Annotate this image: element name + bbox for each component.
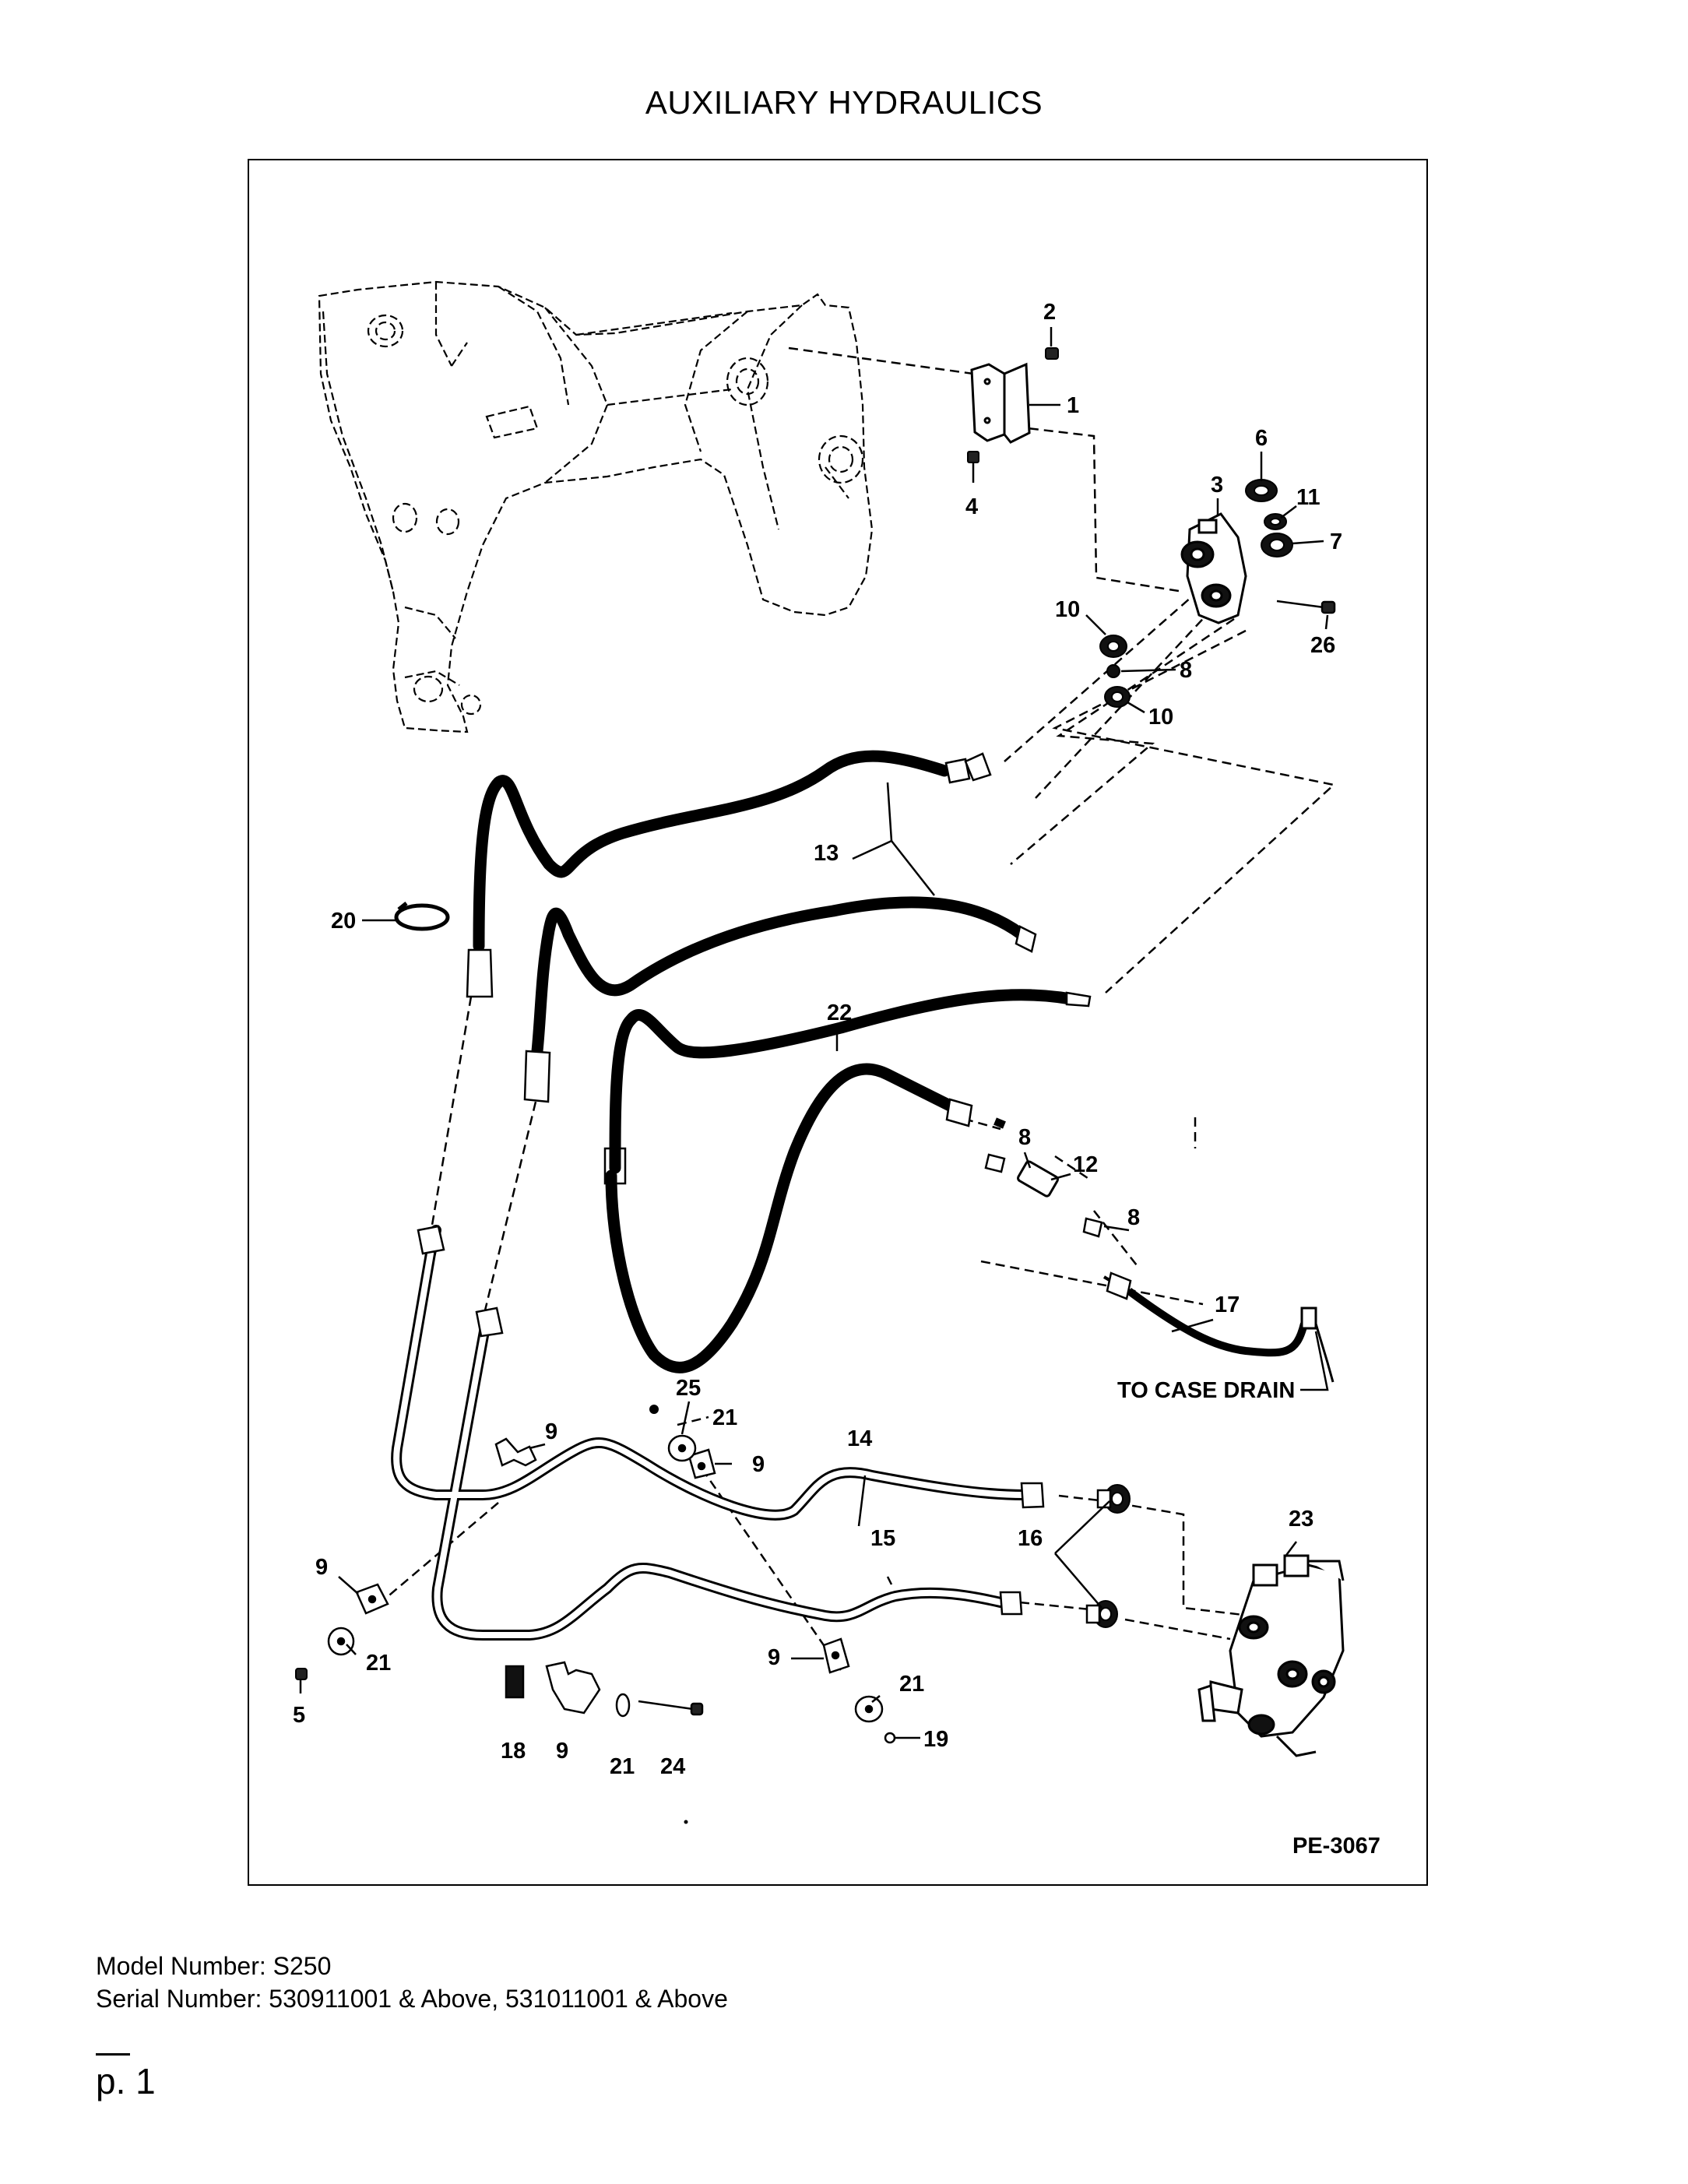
coupler-block (1180, 512, 1247, 624)
case-drain-fittings (984, 1153, 1132, 1300)
callout-8-upper: 8 (1180, 658, 1192, 683)
clamp-9-left (355, 1583, 389, 1615)
callout-17: 17 (1215, 1292, 1240, 1317)
callout-9-right: 9 (768, 1645, 780, 1670)
callout-12: 12 (1073, 1152, 1098, 1177)
nut-4 (967, 451, 979, 463)
washer-21-left (327, 1627, 355, 1656)
callout-6: 6 (1255, 426, 1268, 451)
washer-21-top (667, 1434, 697, 1462)
callout-21-right: 21 (899, 1672, 924, 1697)
callout-14: 14 (847, 1426, 872, 1451)
washer-21-right (854, 1695, 884, 1723)
callout-9-middle: 9 (752, 1452, 765, 1477)
adapter-10-upper (1099, 635, 1127, 658)
callout-16: 16 (1018, 1526, 1043, 1551)
bolt-2 (1045, 347, 1059, 360)
callout-leaders (299, 327, 1329, 1739)
stray-dot (684, 1820, 688, 1824)
callout-22: 22 (827, 1001, 852, 1025)
callout-18: 18 (501, 1739, 526, 1764)
callout-9-bottom: 9 (556, 1739, 568, 1764)
model-number: Model Number: S250 (96, 1952, 332, 1980)
callout-11: 11 (1296, 485, 1321, 510)
callout-24: 24 (660, 1754, 685, 1779)
hose-13-upper (473, 750, 951, 952)
hose-13-lower (531, 896, 1028, 1057)
callout-10-upper: 10 (1055, 597, 1080, 622)
page-title: AUXILIARY HYDRAULICS (645, 84, 1043, 121)
callout-5: 5 (293, 1703, 305, 1728)
cable-tie-20 (394, 902, 450, 931)
case-drain-line (993, 1117, 1335, 1383)
orifice-8-upper (1106, 664, 1120, 678)
callout-8-lower: 8 (1127, 1205, 1140, 1230)
fitting-7 (1261, 533, 1293, 557)
callout-3: 3 (1211, 473, 1223, 498)
clamp-9-right (822, 1637, 850, 1674)
fitting-6 (1245, 479, 1278, 502)
tube-nuts (417, 1225, 1045, 1616)
fitting-16-upper (1096, 1484, 1131, 1514)
callout-9-top: 9 (545, 1419, 557, 1444)
clamp-9-middle (688, 1448, 716, 1479)
callout-26: 26 (1310, 633, 1335, 658)
dashed-leaders (369, 346, 1336, 1671)
hose-22 (609, 989, 1077, 1174)
hose-end-fittings (466, 752, 1092, 1185)
callout-2: 2 (1043, 300, 1056, 325)
clamp-9-top (494, 1437, 537, 1467)
callout-20: 20 (331, 909, 356, 934)
callout-21-top: 21 (712, 1405, 737, 1430)
serial-number: Serial Number: 530911001 & Above, 531011… (96, 1985, 728, 2013)
callout-25: 25 (676, 1376, 701, 1401)
page-rule (96, 2053, 130, 2056)
bolt-5 (295, 1668, 308, 1680)
callout-4: 4 (965, 494, 978, 519)
callout-9-left: 9 (315, 1555, 328, 1580)
footer: Model Number: S250 Serial Number: 530911… (96, 1950, 728, 2015)
page-number: p. 1 (96, 2061, 156, 2101)
hardware-18-9-21-24 (505, 1661, 704, 1718)
callout-21-left: 21 (366, 1651, 391, 1676)
callout-10-lower: 10 (1148, 705, 1173, 730)
callout-7: 7 (1330, 529, 1342, 554)
bolt-19 (884, 1732, 896, 1744)
bolt-26 (1276, 600, 1336, 614)
callout-23: 23 (1289, 1507, 1313, 1532)
callout-8-middle: 8 (1018, 1125, 1031, 1150)
callout-13: 13 (814, 841, 839, 866)
figure-id: PE-3067 (1292, 1834, 1380, 1859)
diagram-frame (248, 159, 1428, 1886)
nut-25 (649, 1405, 659, 1414)
callout-21-bottom: 21 (610, 1754, 635, 1779)
mounting-bracket (970, 362, 1031, 444)
hose-drain-loop (605, 1063, 956, 1373)
adapter-10-lower (1104, 686, 1131, 708)
loader-frame (318, 280, 874, 733)
control-valve (1197, 1554, 1345, 1757)
case-drain-label: TO CASE DRAIN (1117, 1378, 1295, 1403)
callout-15: 15 (870, 1526, 895, 1551)
callout-1: 1 (1067, 393, 1079, 418)
callout-19: 19 (923, 1727, 948, 1752)
tubes-inner (393, 1250, 1027, 1638)
fitting-16-lower (1085, 1600, 1118, 1628)
